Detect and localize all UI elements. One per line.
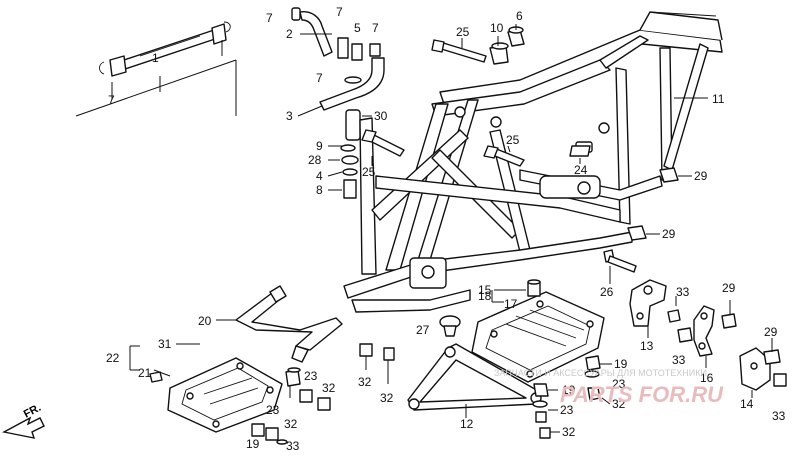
callout-7d: 7 bbox=[316, 71, 323, 85]
watermark: ЗАПЧАСТИ И АКСЕССУАРЫ ДЛЯ МОТОТЕХНИКИ PA… bbox=[494, 368, 724, 407]
callout-32b: 32 bbox=[380, 391, 394, 405]
callout-7e: 7 bbox=[108, 93, 115, 107]
callout-32e: 32 bbox=[562, 425, 576, 439]
callout-33d: 33 bbox=[286, 439, 300, 453]
callout-27: 27 bbox=[416, 323, 430, 337]
callout-32c: 32 bbox=[322, 381, 336, 395]
fastener-stack-left bbox=[251, 343, 395, 445]
callout-labels: 1 2 3 4 5 6 7 7 7 7 7 8 9 10 11 12 13 14… bbox=[106, 5, 786, 453]
callout-10: 10 bbox=[490, 21, 504, 35]
callout-20: 20 bbox=[198, 314, 212, 328]
arrow-left-icon bbox=[1, 416, 45, 439]
callout-13: 13 bbox=[640, 339, 654, 353]
callout-14: 14 bbox=[740, 397, 754, 411]
callout-23c: 23 bbox=[304, 369, 318, 383]
callout-16: 16 bbox=[700, 371, 714, 385]
main-frame bbox=[343, 11, 723, 313]
part-21-plate bbox=[149, 357, 283, 433]
callout-32a: 32 bbox=[358, 375, 372, 389]
callout-33c: 33 bbox=[772, 409, 786, 423]
callout-17: 17 bbox=[504, 297, 518, 311]
front-direction-indicator: FR. bbox=[1, 402, 45, 439]
callout-24: 24 bbox=[574, 163, 588, 177]
skid-plate-17 bbox=[471, 279, 605, 383]
part-24-tag bbox=[569, 145, 591, 157]
callout-26: 26 bbox=[600, 285, 614, 299]
callout-29d: 29 bbox=[764, 325, 778, 339]
callout-29b: 29 bbox=[662, 227, 676, 241]
part-1-tube bbox=[75, 21, 237, 117]
callout-12: 12 bbox=[460, 417, 474, 431]
callout-11: 11 bbox=[712, 92, 725, 106]
part-20-footrest bbox=[216, 285, 343, 363]
callout-7a: 7 bbox=[266, 11, 273, 25]
callout-30: 30 bbox=[374, 109, 388, 123]
callout-21: 21 bbox=[138, 366, 152, 380]
part-14-bracket bbox=[739, 338, 787, 398]
callout-3: 3 bbox=[286, 109, 293, 123]
callout-6: 6 bbox=[516, 9, 523, 23]
callout-7b: 7 bbox=[336, 5, 343, 19]
part-13-bracket bbox=[629, 279, 681, 338]
part-16-bracket bbox=[677, 300, 737, 368]
callout-32d: 32 bbox=[612, 397, 626, 411]
part-26-bolt bbox=[603, 249, 637, 284]
callout-19b: 19 bbox=[562, 383, 576, 397]
callout-22: 22 bbox=[106, 351, 120, 365]
callout-7c: 7 bbox=[372, 21, 379, 35]
callout-31: 31 bbox=[158, 337, 172, 351]
top-fasteners bbox=[361, 24, 525, 167]
callout-1: 1 bbox=[152, 51, 159, 65]
callout-8: 8 bbox=[316, 183, 323, 197]
callout-25a: 25 bbox=[456, 25, 470, 39]
fastener-stack-center bbox=[532, 355, 612, 439]
callout-25c: 25 bbox=[362, 165, 376, 179]
callout-33b: 33 bbox=[672, 353, 686, 367]
watermark-logo: PARTS FOR.RU bbox=[560, 382, 724, 407]
callout-33a: 33 bbox=[676, 285, 690, 299]
callout-18: 18 bbox=[478, 289, 492, 303]
callout-32f: 32 bbox=[284, 417, 298, 431]
breather-hose-group bbox=[291, 7, 385, 199]
callout-25b: 25 bbox=[506, 133, 520, 147]
watermark-text: ЗАПЧАСТИ И АКСЕССУАРЫ ДЛЯ МОТОТЕХНИКИ bbox=[494, 368, 707, 378]
callout-23b: 23 bbox=[560, 403, 574, 417]
callout-5: 5 bbox=[354, 21, 361, 35]
callout-19a: 19 bbox=[614, 357, 628, 371]
callout-19c: 19 bbox=[246, 437, 260, 451]
callout-15: 15 bbox=[478, 283, 492, 297]
frame-nuts-29 bbox=[627, 167, 692, 241]
callout-29c: 29 bbox=[722, 281, 736, 295]
callout-23d: 23 bbox=[266, 403, 280, 417]
part-27-grommet bbox=[439, 315, 461, 337]
part-12-brace bbox=[407, 343, 542, 418]
callout-2: 2 bbox=[286, 27, 293, 41]
callout-4: 4 bbox=[316, 169, 323, 183]
callout-9: 9 bbox=[316, 139, 323, 153]
callout-23a: 23 bbox=[612, 377, 626, 391]
callout-29a: 29 bbox=[694, 169, 708, 183]
callout-28: 28 bbox=[308, 153, 322, 167]
